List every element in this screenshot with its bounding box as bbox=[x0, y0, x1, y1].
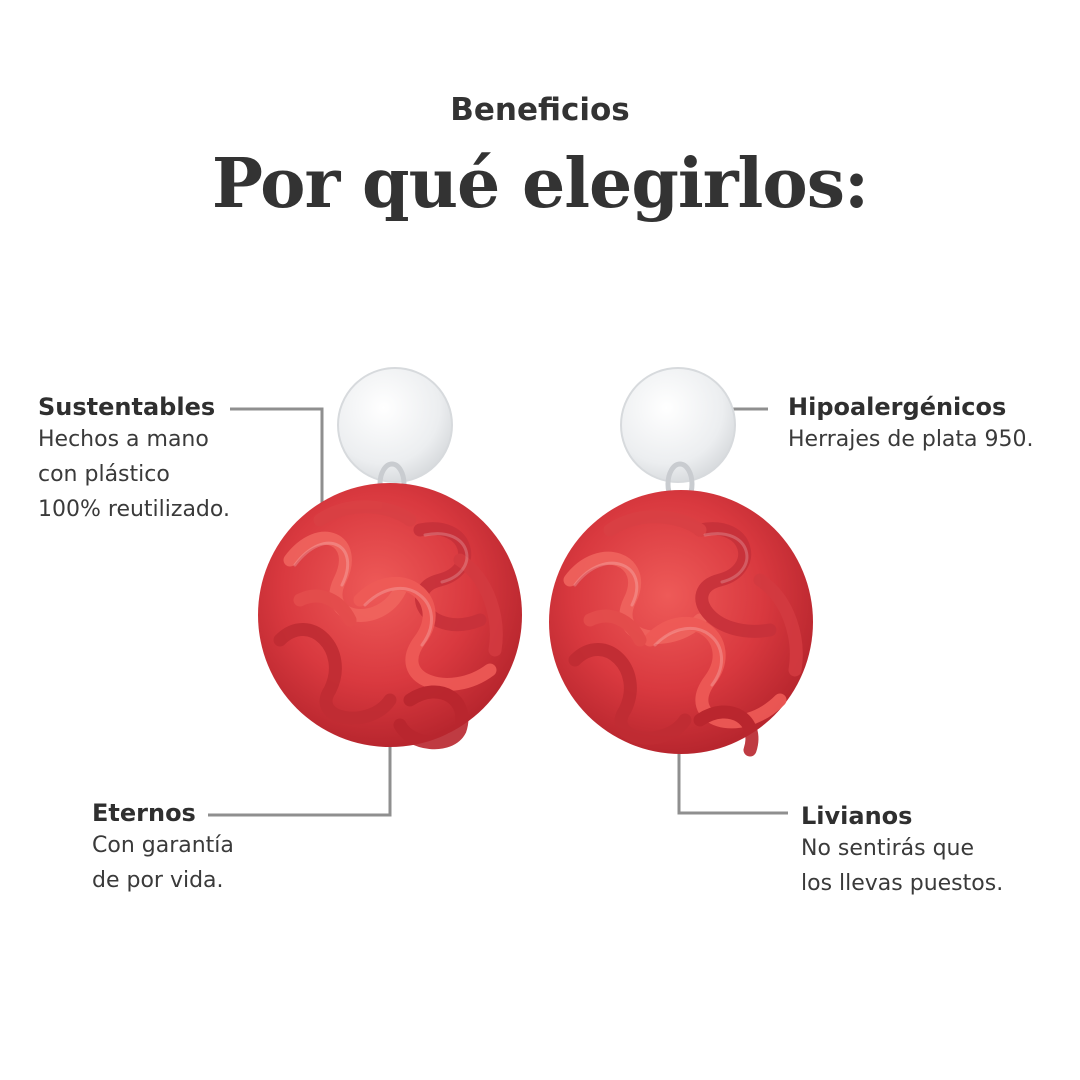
right-earring bbox=[549, 367, 813, 757]
leader-line-livianos bbox=[677, 750, 788, 815]
feature-title: Eternos bbox=[92, 799, 196, 827]
feature-title: Sustentables bbox=[38, 393, 216, 421]
leader-lines bbox=[208, 407, 788, 817]
section-eyebrow: Beneficios bbox=[450, 92, 630, 128]
feature-line: los llevas puestos. bbox=[801, 871, 1004, 896]
feature-hipoalergenicos: Hipoalergénicos Herrajes de plata 950. bbox=[788, 392, 1034, 457]
feature-eternos: Eternos Con garantía de por vida. bbox=[92, 798, 234, 898]
feature-line: Hechos a mano bbox=[38, 427, 209, 452]
leader-line-eternos bbox=[208, 745, 392, 817]
feature-line: Con garantía bbox=[92, 833, 234, 858]
feature-title: Hipoalergénicos bbox=[788, 393, 1007, 421]
feature-line: Herrajes de plata 950. bbox=[788, 427, 1034, 452]
feature-line: con plástico bbox=[38, 462, 170, 487]
left-earring bbox=[258, 367, 522, 750]
page-title: Por qué elegirlos: bbox=[211, 144, 869, 224]
left-stud bbox=[337, 367, 453, 483]
right-stud bbox=[620, 367, 736, 483]
feature-line: No sentirás que bbox=[801, 836, 975, 861]
feature-livianos: Livianos No sentirás que los llevas pues… bbox=[801, 801, 1003, 901]
leader-line-sustentables bbox=[230, 407, 324, 505]
feature-line: 100% reutilizado. bbox=[38, 497, 230, 522]
feature-title: Livianos bbox=[801, 802, 913, 830]
feature-sustentables: Sustentables Hechos a mano con plástico … bbox=[38, 392, 230, 527]
feature-line: de por vida. bbox=[92, 868, 224, 893]
